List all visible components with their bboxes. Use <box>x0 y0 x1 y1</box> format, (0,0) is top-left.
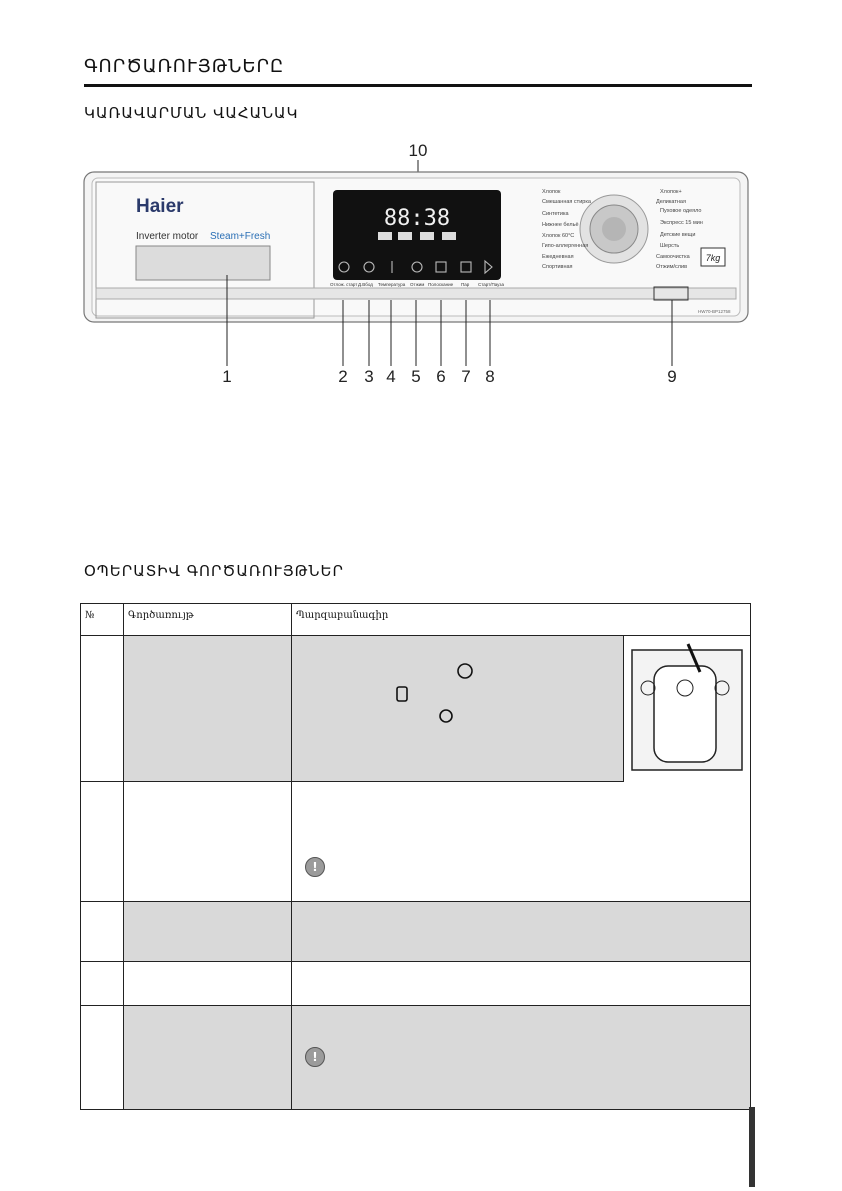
steam-label: Steam+Fresh <box>210 231 270 242</box>
table-row <box>80 961 751 1006</box>
mainwash-icon <box>396 686 408 702</box>
svg-text:Старт/Пауза: Старт/Пауза <box>478 282 504 287</box>
callout-4: 4 <box>386 367 395 386</box>
svg-text:Температура: Температура <box>378 282 406 287</box>
page-title: ԳՈՐԾԱՌՈՒՅԹՆԵՐԸ <box>84 56 285 77</box>
table-row <box>80 635 751 782</box>
svg-text:Хлопок 60°C: Хлопок 60°C <box>542 233 574 239</box>
col-function-header: Գործառույթ <box>123 603 292 636</box>
svg-text:HW70-BP12758: HW70-BP12758 <box>698 309 731 314</box>
svg-text:Спортивная: Спортивная <box>542 264 573 270</box>
operations-table: № Գործառույթ Պարզաբանագիր <box>80 603 751 1110</box>
drawer-handle <box>135 245 271 281</box>
callout-5: 5 <box>411 367 420 386</box>
svg-text:Смешанная стирка: Смешанная стирка <box>542 199 592 205</box>
svg-text:Д.Вбод: Д.Вбод <box>358 282 373 287</box>
callout-3: 3 <box>364 367 373 386</box>
col-number-header: № <box>80 603 124 636</box>
svg-text:Полоскание: Полоскание <box>428 282 454 287</box>
svg-text:Ежедневная: Ежедневная <box>542 254 574 260</box>
callout-2: 2 <box>338 367 347 386</box>
page-edge-marker <box>749 1107 755 1187</box>
inverter-label: Inverter motor <box>136 231 199 242</box>
pointer-arrow <box>686 643 702 673</box>
table-row: ! <box>80 1005 751 1110</box>
callout-6: 6 <box>436 367 445 386</box>
svg-text:Хлопок+: Хлопок+ <box>660 189 682 195</box>
section-title-control-panel: ԿԱՌԱՎԱՐՄԱՆ ՎԱՀԱՆԱԿ <box>84 104 299 122</box>
drawer-illustration <box>623 636 750 782</box>
svg-text:Экспресс 15 мин: Экспресс 15 мин <box>660 220 703 226</box>
prewash-icon <box>457 663 473 679</box>
section-title-operations: ՕՊԵՐԱՏԻՎ ԳՈՐԾԱՌՈՒՅԹՆԵՐ <box>84 562 344 580</box>
control-panel-diagram: 10 Haier Inverter motor Steam+Fresh 88:3… <box>83 141 749 386</box>
svg-text:Деликатная: Деликатная <box>656 199 686 205</box>
title-rule <box>84 84 752 87</box>
svg-text:Пар: Пар <box>461 282 470 287</box>
svg-text:Шерсть: Шерсть <box>660 243 679 249</box>
svg-text:Самоочистка: Самоочистка <box>656 254 691 260</box>
col-description-header: Պարզաբանագիր <box>291 603 751 636</box>
callout-7: 7 <box>461 367 470 386</box>
svg-text:Пуховое одеяло: Пуховое одеяло <box>660 208 701 214</box>
table-row: ! <box>80 781 751 902</box>
table-header-row: № Գործառույթ Պարզաբանագիր <box>80 603 751 636</box>
brand-logo: Haier <box>136 196 184 217</box>
svg-text:Отжим: Отжим <box>410 282 424 287</box>
svg-text:Отлож. старт: Отлож. старт <box>330 282 357 287</box>
svg-text:Нижнее бельё: Нижнее бельё <box>542 222 579 228</box>
callout-8: 8 <box>485 367 494 386</box>
softener-icon <box>439 709 453 723</box>
warning-icon: ! <box>305 857 325 877</box>
callout-9: 9 <box>667 367 676 386</box>
svg-text:Детские вещи: Детские вещи <box>660 232 695 238</box>
svg-text:Гипо-аллергенная: Гипо-аллергенная <box>542 243 588 249</box>
warning-icon: ! <box>305 1047 325 1067</box>
callout-10: 10 <box>409 141 428 160</box>
svg-text:Синтетика: Синтетика <box>542 211 570 217</box>
display-time: 88:38 <box>384 206 450 231</box>
table-row <box>80 901 751 962</box>
svg-text:Отжим/слив: Отжим/слив <box>656 264 687 270</box>
drawer-icons <box>396 663 473 723</box>
capacity-badge: 7kg <box>706 253 721 263</box>
callout-1: 1 <box>222 367 231 386</box>
svg-text:Хлопок: Хлопок <box>542 189 561 195</box>
display-screen <box>333 190 501 280</box>
